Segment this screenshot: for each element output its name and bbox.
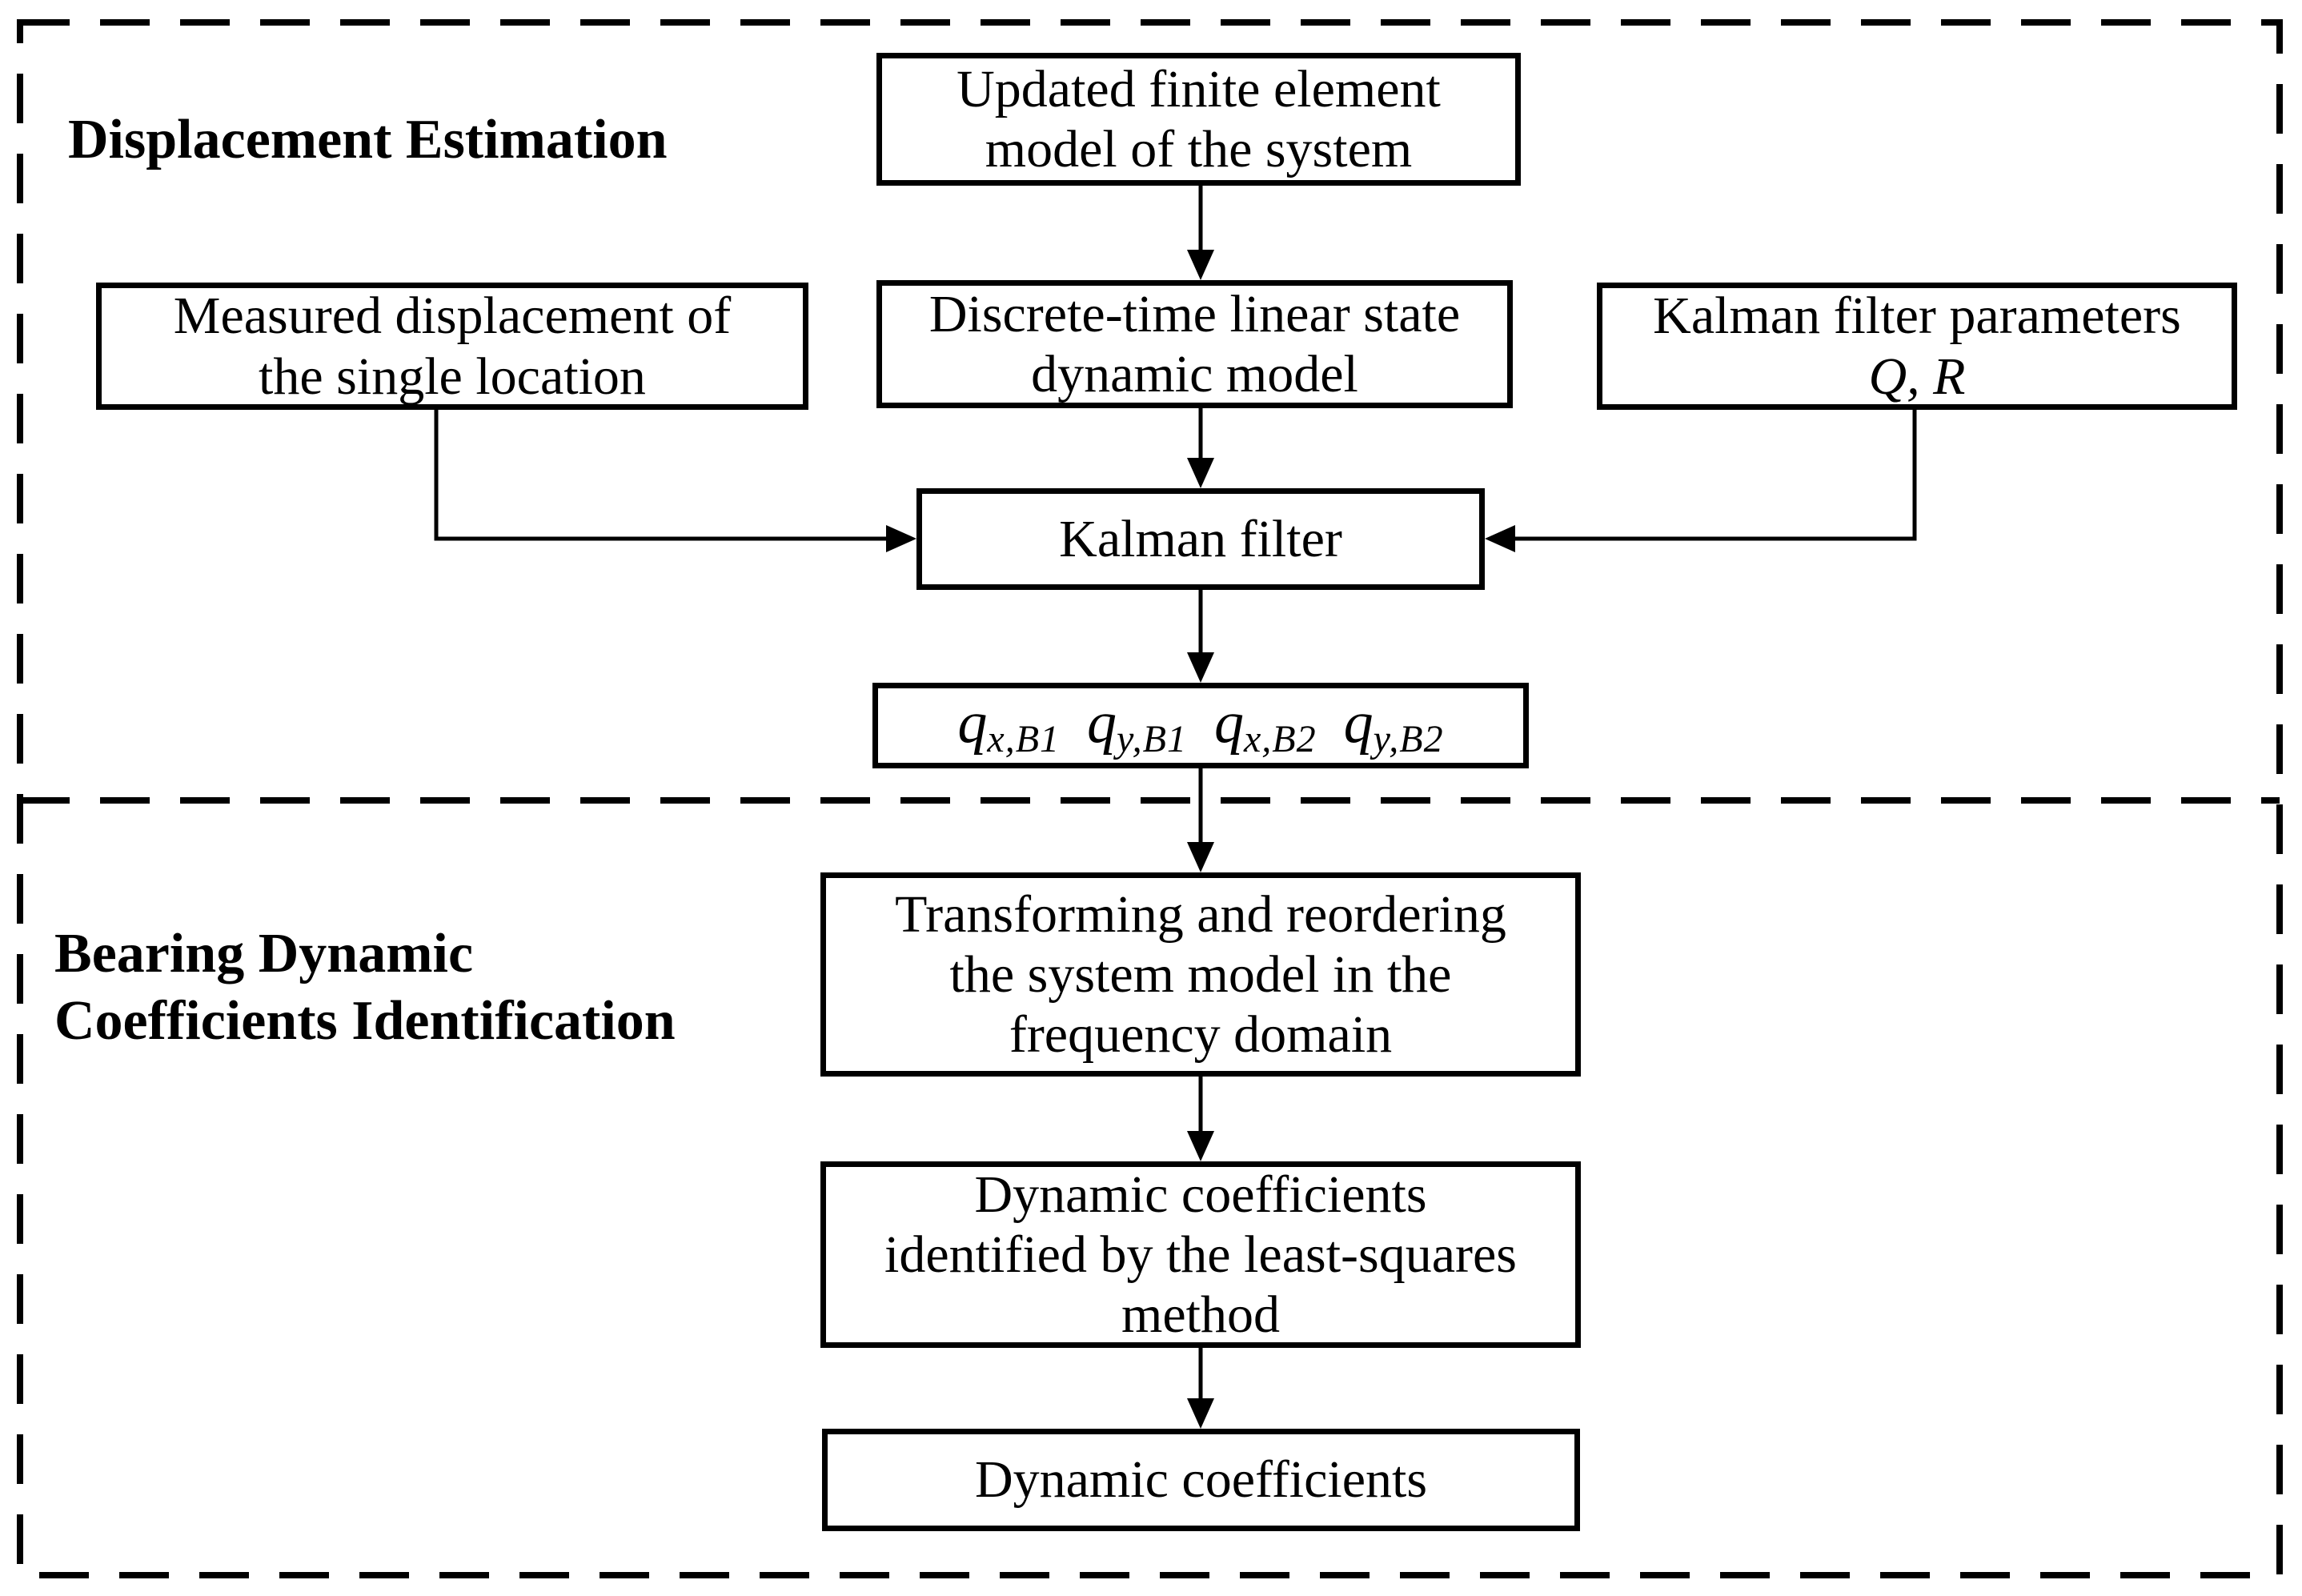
arrow-output-to-transform-head: [1187, 842, 1214, 872]
arrow-discrete-to-kalman-head: [1187, 458, 1214, 488]
arrow-measured-to-kalman-head: [886, 525, 916, 552]
arrow-params-to-kalman-line: [1512, 410, 1917, 541]
arrow-ls-to-coeffs-head: [1187, 1398, 1214, 1429]
section-label-bearing-dynamic-coefficients-identification: Bearing Dynamic Coefficients Identificat…: [54, 923, 676, 1052]
box-updated-fe-model: Updated finite element model of the syst…: [876, 53, 1521, 186]
state-term-qy-b1: qy,B1: [1087, 690, 1187, 761]
kalman-parameters-qr: Q, R: [1868, 347, 1966, 406]
arrow-fe-to-discrete-head: [1187, 250, 1214, 280]
arrow-kalman-to-output-head: [1187, 652, 1214, 683]
kalman-parameters-text: Kalman filter parameters Q, R: [1653, 286, 2181, 406]
state-term-qx-b2: qx,B2: [1214, 690, 1317, 761]
box-kalman-parameters: Kalman filter parameters Q, R: [1597, 283, 2237, 410]
box-least-squares-identification: Dynamic coefficients identified by the l…: [820, 1161, 1581, 1348]
box-kalman-filter: Kalman filter: [916, 488, 1485, 590]
kalman-parameters-line1: Kalman filter parameters: [1653, 287, 2181, 346]
box-measured-displacement: Measured displacement of the single loca…: [96, 283, 808, 410]
section-label-displacement-estimation: Displacement Estimation: [68, 109, 668, 170]
arrow-transform-to-ls-head: [1187, 1131, 1214, 1161]
arrow-measured-to-kalman-line: [434, 410, 889, 541]
box-discrete-time-model: Discrete-time linear state dynamic model: [876, 280, 1513, 408]
state-term-qy-b2: qy,B2: [1343, 690, 1444, 761]
state-term-qx-b1: qx,B1: [957, 690, 1061, 761]
box-kalman-output-states: qx,B1 qy,B1 qx,B2 qy,B2: [872, 683, 1529, 768]
box-transform-reorder-frequency-domain: Transforming and reordering the system m…: [820, 872, 1581, 1077]
box-dynamic-coefficients: Dynamic coefficients: [822, 1429, 1580, 1531]
arrow-params-to-kalman-head: [1485, 525, 1515, 552]
